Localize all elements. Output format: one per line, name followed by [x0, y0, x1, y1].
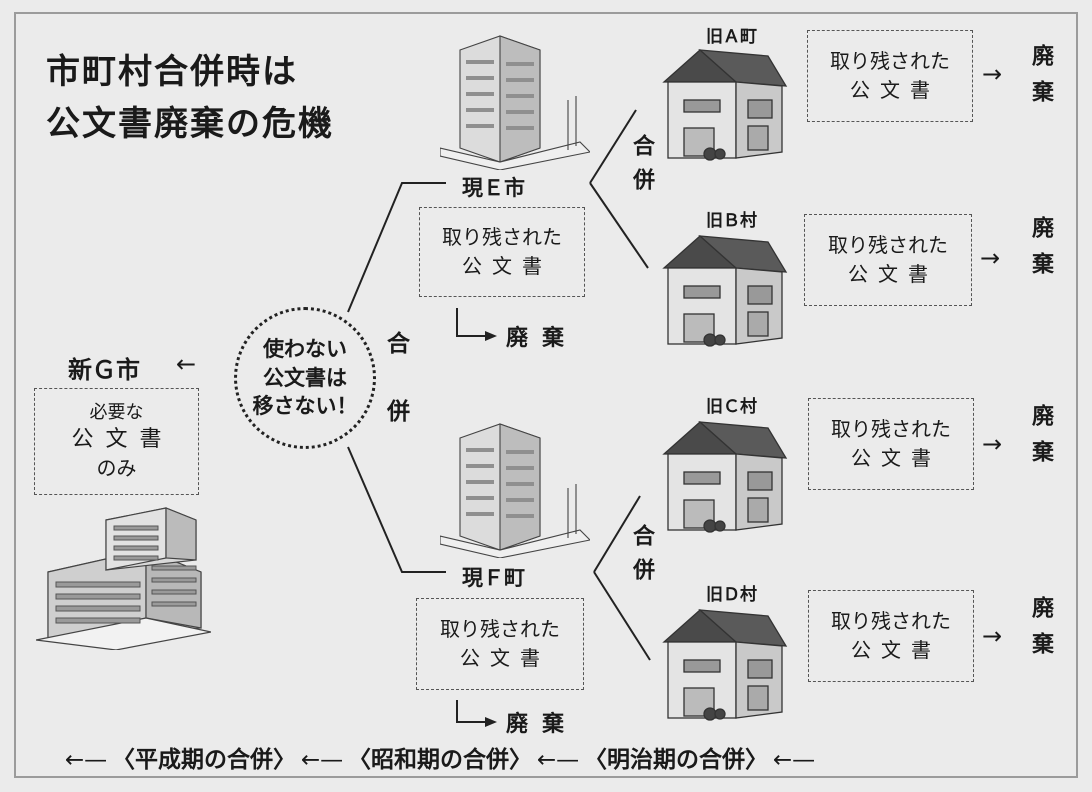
merge-label-e: 合併: [629, 134, 654, 202]
era-showa: 〈昭和期の合併〉: [348, 747, 532, 773]
town-d-label: 旧Ｄ村: [706, 585, 757, 605]
city-f-box-line-1: 取り残された: [440, 617, 560, 641]
branch-line-c: [593, 495, 641, 573]
town-d-documents-box: 取り残された 公文書: [808, 590, 974, 682]
town-a-disposal: 廃棄: [1028, 44, 1053, 116]
merge-char-2: 併: [387, 399, 410, 425]
town-d-disposal: 廃棄: [1028, 596, 1053, 668]
city-e-disposal: 廃棄: [506, 326, 579, 351]
town-d-arrow: →: [982, 622, 1003, 650]
town-b-label: 旧Ｂ村: [706, 211, 757, 231]
town-a-arrow: →: [982, 60, 1003, 88]
bubble-line-2: 公文書は: [263, 365, 347, 390]
branch-line-d: [593, 571, 651, 661]
city-f-label: 現Ｆ町: [462, 566, 525, 590]
town-a-label: 旧Ａ町: [706, 27, 757, 47]
city-f-box-line-2: 公文書: [460, 646, 550, 670]
city-e-label: 現Ｅ市: [462, 176, 525, 200]
bubble-line-3: 移さない！: [252, 394, 358, 419]
city-e-box-line-1: 取り残された: [442, 225, 562, 249]
timeline-arrow-4: ←—: [772, 747, 816, 773]
city-e-box-line-2: 公文書: [462, 254, 552, 278]
branch-line-b: [589, 182, 649, 269]
branch-line-f: [347, 446, 446, 573]
new-city-label: 新Ｇ市: [68, 356, 140, 384]
town-c-box-line-2: 公文書: [851, 446, 941, 470]
house-c-illustration: [662, 421, 788, 533]
title-line-2: 公文書廃棄の危機: [46, 104, 334, 144]
era-timeline: ←—〈平成期の合併〉←—〈昭和期の合併〉←—〈明治期の合併〉←—: [60, 740, 820, 774]
merge-label-f: 合併: [629, 524, 654, 592]
town-a-box-line-1: 取り残された: [830, 49, 950, 73]
arrow-left: ←: [176, 350, 197, 378]
town-c-box-line-1: 取り残された: [831, 417, 951, 441]
town-b-documents-box: 取り残された 公文書: [804, 214, 972, 306]
title-line-1: 市町村合併時は: [46, 52, 298, 92]
town-b-box-line-2: 公文書: [848, 262, 938, 286]
town-c-documents-box: 取り残された 公文書: [808, 398, 974, 490]
house-b-illustration: [662, 235, 788, 347]
house-a-illustration: [662, 49, 788, 161]
town-d-box-line-2: 公文書: [851, 638, 941, 662]
merge-char-1: 合: [387, 331, 410, 357]
branch-line-e: [347, 182, 446, 313]
no-transfer-bubble: 使わない 公文書は 移さない！: [234, 307, 376, 449]
diagram-frame: [14, 12, 1078, 778]
timeline-arrow-1: ←—: [64, 747, 108, 773]
disposal-line-e: [456, 308, 485, 337]
town-b-arrow: →: [980, 244, 1001, 272]
city-f-documents-box: 取り残された 公文書: [416, 598, 584, 690]
town-b-disposal: 廃棄: [1028, 216, 1053, 288]
needed-line-1: 必要な: [89, 402, 144, 423]
disposal-arrowhead-e: [485, 331, 497, 341]
town-c-label: 旧Ｃ村: [706, 397, 757, 417]
town-b-box-line-1: 取り残された: [828, 233, 948, 257]
disposal-arrowhead-f: [485, 717, 497, 727]
branch-line-a: [589, 109, 637, 184]
city-hall-illustration: [36, 507, 211, 650]
bubble-line-1: 使わない: [263, 337, 347, 362]
needed-line-3: のみ: [96, 455, 137, 480]
town-a-box-line-2: 公文書: [850, 78, 940, 102]
needed-documents-box: 必要な 公文書 のみ: [34, 388, 199, 495]
house-d-illustration: [662, 609, 788, 721]
town-c-disposal: 廃棄: [1028, 404, 1053, 476]
city-e-documents-box: 取り残された 公文書: [419, 207, 585, 297]
city-f-disposal: 廃棄: [506, 712, 579, 737]
disposal-line-f: [456, 700, 485, 723]
town-a-documents-box: 取り残された 公文書: [807, 30, 973, 122]
town-d-box-line-1: 取り残された: [831, 609, 951, 633]
timeline-arrow-3: ←—: [536, 747, 580, 773]
town-c-arrow: →: [982, 430, 1003, 458]
apartment-building-e: [440, 35, 590, 170]
era-meiji: 〈明治期の合併〉: [584, 747, 768, 773]
era-heisei: 〈平成期の合併〉: [112, 747, 296, 773]
needed-line-2: 公文書: [71, 427, 174, 453]
timeline-arrow-2: ←—: [300, 747, 344, 773]
apartment-building-f: [440, 423, 590, 558]
